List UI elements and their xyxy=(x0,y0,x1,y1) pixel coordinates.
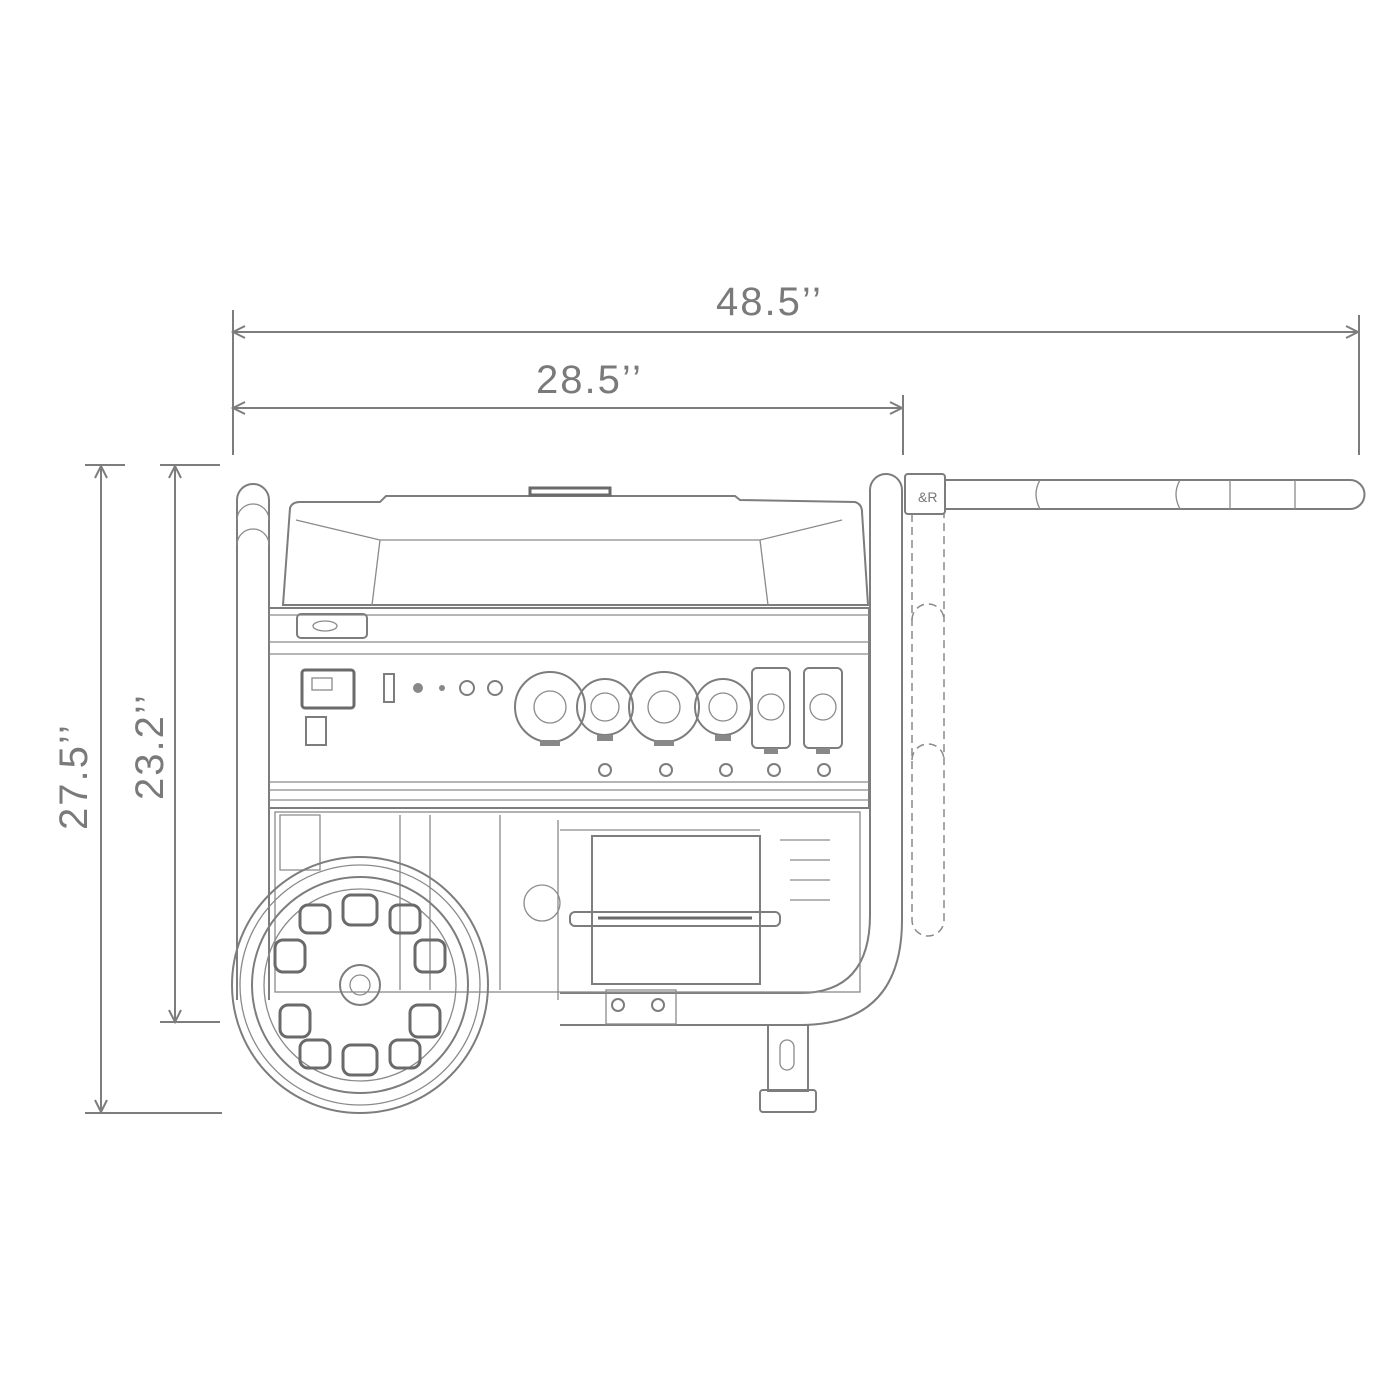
outlets xyxy=(514,667,843,777)
overall-length-label: 48.5’’ xyxy=(716,280,823,324)
handle-latch-mark: &R xyxy=(918,489,937,505)
support-foot xyxy=(759,1024,817,1113)
wheel xyxy=(231,856,489,1114)
outlet-5 xyxy=(751,667,791,754)
overall-height-label: 27.5’’ xyxy=(52,723,96,830)
outlet-2 xyxy=(576,678,634,741)
outlet-3 xyxy=(628,671,700,746)
outlet-6 xyxy=(803,667,843,754)
body-length-label: 28.5’’ xyxy=(536,358,643,402)
frame xyxy=(236,473,903,1026)
outlet-4 xyxy=(694,678,752,741)
outlet-1 xyxy=(514,671,586,746)
hour-meter-display xyxy=(300,668,356,710)
engine xyxy=(274,811,861,1025)
control-panel xyxy=(268,607,870,809)
dimension-lines xyxy=(85,310,1361,1115)
handle: &R xyxy=(904,473,1366,937)
body-height-label: 23.2’’ xyxy=(128,693,172,800)
fuel-tank xyxy=(281,486,870,606)
